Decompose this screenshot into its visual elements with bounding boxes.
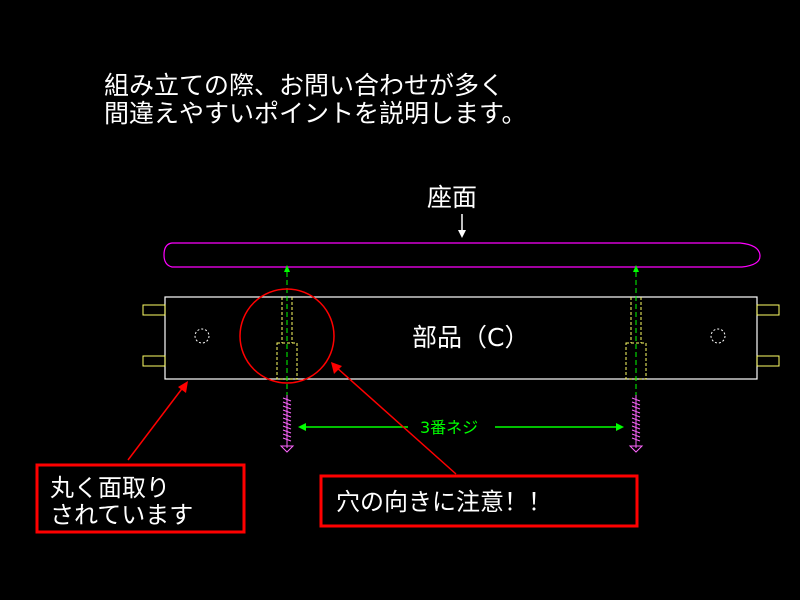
screw-label: 3番ネジ [420,418,478,437]
chamfer-text-line-2: されています [50,501,193,529]
guide-line-right [633,265,639,395]
dowel-pins-left [142,304,166,367]
header-line-1: 組み立ての際、お問い合わせが多く [104,71,504,100]
hole-warning-text: 穴の向きに注意！！ [336,488,552,516]
part-c-label: 部品（C） [412,323,529,352]
dowel-pins-right [756,304,780,367]
side-hole-left [194,328,210,344]
chamfer-arrow [127,381,188,461]
screw-dimension [298,423,624,431]
part-c-outline [164,296,758,380]
screw-right [628,395,644,453]
callout-circle [239,288,335,384]
seat-board [163,242,761,268]
chamfer-text-line-1: 丸く面取り [50,474,170,502]
chamfer-callout-box [35,463,246,534]
hole-warning-arrow [331,362,457,475]
side-hole-right [710,328,726,344]
hole-warning-box [319,474,639,528]
screw-left [279,395,295,453]
seat-arrow [458,214,466,238]
header-line-2: 間違えやすいポイントを説明します。 [104,99,527,128]
guide-line-left [284,265,290,395]
seat-label: 座面 [427,183,477,212]
